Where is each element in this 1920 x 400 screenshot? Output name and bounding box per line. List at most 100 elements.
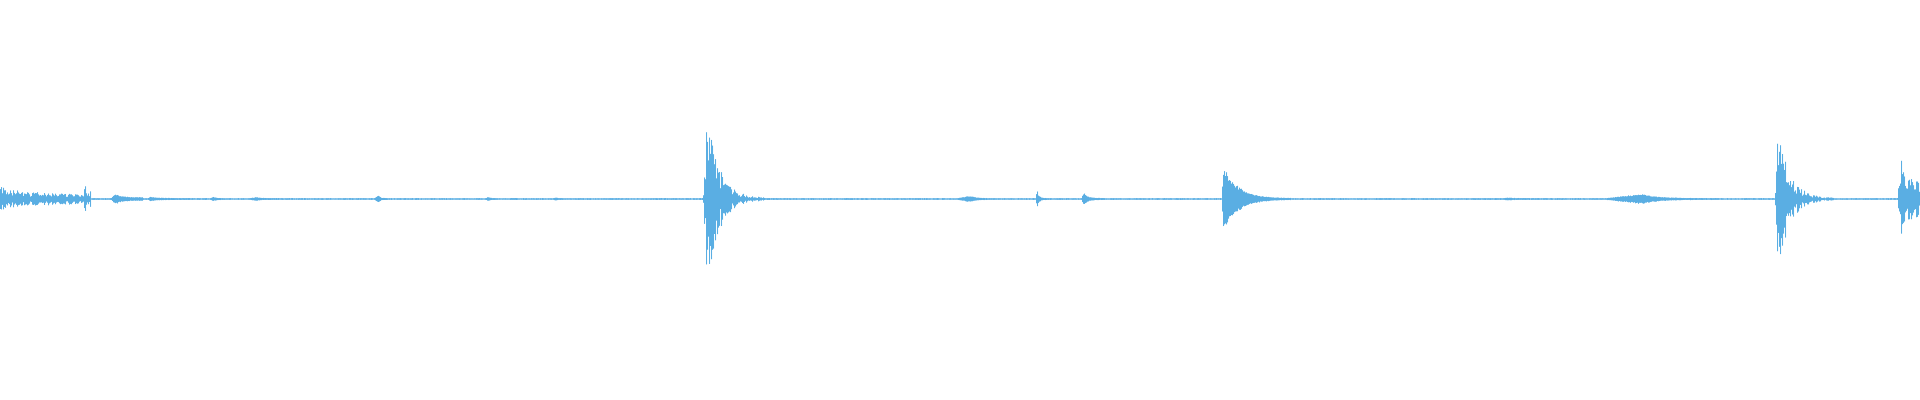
waveform-bar <box>335 198 337 200</box>
waveform-bar <box>1034 198 1036 200</box>
waveform-bar <box>442 198 444 200</box>
waveform-bar <box>466 198 468 200</box>
waveform-bar <box>1557 198 1559 200</box>
waveform-bar <box>353 198 355 200</box>
waveform-bar <box>1211 198 1213 200</box>
waveform-bar <box>1790 181 1792 217</box>
waveform-bar <box>1021 198 1023 200</box>
waveform-bar <box>756 197 758 201</box>
waveform-bar <box>410 198 412 200</box>
waveform-bar <box>894 198 896 200</box>
waveform-bar <box>1328 198 1330 200</box>
waveform-bar <box>28 192 30 205</box>
waveform-bar <box>1803 194 1805 204</box>
waveform-bar <box>338 198 340 200</box>
waveform-bar <box>1139 198 1141 200</box>
waveform-bar <box>1160 198 1162 200</box>
waveform-bar <box>1311 198 1313 200</box>
waveform-bar <box>215 197 217 201</box>
waveform-bar <box>140 197 142 201</box>
waveform-bar <box>382 197 384 201</box>
waveform-bar <box>236 198 238 200</box>
waveform-bar <box>1108 198 1110 200</box>
waveform-bar <box>1350 198 1352 200</box>
waveform-bar <box>1870 198 1872 200</box>
waveform-bar <box>465 198 467 200</box>
waveform-bar <box>457 198 459 200</box>
waveform-bar <box>286 198 288 200</box>
waveform-bar <box>206 198 208 200</box>
waveform-bar <box>618 198 620 200</box>
waveform-bar <box>337 198 339 200</box>
waveform-bar <box>895 198 897 200</box>
waveform-bar <box>267 198 269 200</box>
waveform-bar <box>248 198 250 200</box>
waveform-bar <box>1059 198 1061 200</box>
waveform-bar <box>1206 198 1208 200</box>
waveform-bar <box>1181 198 1183 200</box>
waveform-bar <box>330 198 332 200</box>
waveform-bar <box>1550 198 1552 200</box>
waveform-bar <box>240 198 242 200</box>
waveform-bar <box>1230 180 1232 217</box>
waveform-bar <box>551 198 553 200</box>
waveform-bar <box>1531 198 1533 200</box>
waveform-bar <box>1649 195 1651 203</box>
waveform-bar <box>735 191 737 207</box>
waveform-bar <box>613 198 615 200</box>
waveform-bar <box>288 198 290 200</box>
waveform-bar <box>675 198 677 200</box>
waveform-bar <box>1036 194 1038 204</box>
waveform-bar <box>505 198 507 200</box>
waveform-bar <box>1339 198 1341 200</box>
waveform-bar <box>333 198 335 200</box>
waveform-bar <box>36 193 38 206</box>
waveform-bar <box>115 194 117 204</box>
waveform-bar <box>592 198 594 200</box>
waveform-bar <box>1743 198 1745 200</box>
waveform-bar <box>1690 197 1692 201</box>
waveform-bar <box>1578 198 1580 200</box>
waveform-bar <box>269 198 271 200</box>
waveform-bar <box>441 198 443 200</box>
waveform-bar <box>491 197 493 200</box>
waveform-bar <box>156 197 158 201</box>
waveform-bar <box>212 197 214 201</box>
waveform-bar <box>378 195 380 203</box>
waveform-bar <box>450 198 452 200</box>
waveform-bar <box>276 198 278 200</box>
waveform-bar <box>487 197 489 201</box>
waveform-bar <box>1136 198 1138 200</box>
waveform-bar <box>1620 196 1622 202</box>
waveform-bar <box>468 198 470 200</box>
waveform-bar <box>937 198 939 200</box>
waveform-bar <box>394 198 396 200</box>
waveform-bar <box>1823 197 1825 201</box>
waveform-bar <box>70 194 72 204</box>
waveform-bar <box>1232 182 1234 216</box>
waveform-bar <box>617 198 619 200</box>
waveform-bar <box>207 198 209 200</box>
waveform-bar <box>734 189 736 209</box>
waveform-bar <box>228 198 230 200</box>
waveform-bar <box>1243 191 1245 206</box>
waveform-bar <box>1039 196 1041 202</box>
waveform-bar <box>85 186 87 211</box>
waveform-bar <box>1643 194 1645 204</box>
waveform-bar <box>59 194 61 204</box>
waveform-bar <box>1480 198 1482 200</box>
waveform-bar <box>537 198 539 200</box>
waveform-bar <box>1896 198 1898 200</box>
waveform-bar <box>1130 198 1132 200</box>
waveform-bar <box>1838 198 1840 200</box>
waveform-bar <box>1761 198 1763 200</box>
waveform-bar <box>954 198 956 200</box>
waveform-bar <box>179 198 181 200</box>
waveform-bar <box>103 198 105 200</box>
waveform-bar <box>35 192 37 206</box>
waveform-bar <box>889 198 891 200</box>
waveform-bar <box>1855 198 1857 200</box>
waveform-bar <box>1835 198 1837 200</box>
waveform-bar <box>670 198 672 200</box>
